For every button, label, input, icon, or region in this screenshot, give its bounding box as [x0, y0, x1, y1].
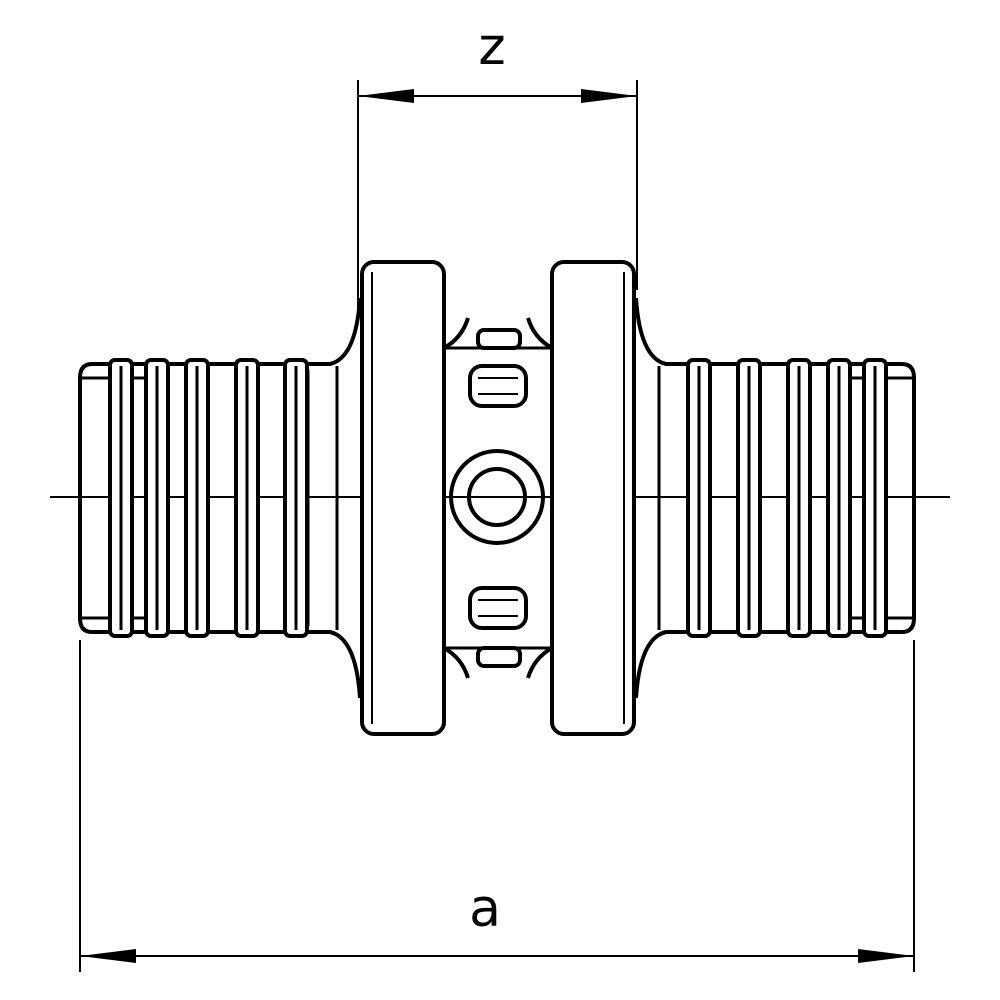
dimension-a-label: a	[469, 879, 501, 939]
left-spigot-outline	[78, 297, 362, 699]
center-clips	[449, 328, 545, 668]
dimension-a: a	[79, 640, 915, 972]
web-top-right-curve	[526, 317, 554, 350]
web-bottom-left-curve	[442, 646, 470, 679]
bottom-clip-slot	[468, 586, 528, 630]
right-spigot	[634, 297, 916, 699]
top-outer-clip	[476, 328, 522, 350]
right-spigot-ribs	[686, 358, 888, 638]
top-clip-slot	[468, 364, 528, 408]
left-spigot	[78, 297, 362, 699]
arrowhead-z-right	[581, 89, 637, 103]
left-flange	[360, 260, 446, 736]
web-top-left-curve	[442, 317, 470, 350]
bottom-outer-clip	[476, 646, 522, 668]
right-flange	[550, 260, 636, 736]
dimension-z: z	[357, 17, 638, 308]
right-spigot-outline	[634, 297, 916, 699]
arrowhead-a-left	[80, 949, 136, 963]
web-bottom-right-curve	[526, 646, 554, 679]
left-spigot-ribs	[108, 358, 309, 638]
arrowhead-z-left	[358, 89, 414, 103]
arrowhead-a-right	[858, 949, 914, 963]
dimension-z-label: z	[478, 17, 505, 77]
